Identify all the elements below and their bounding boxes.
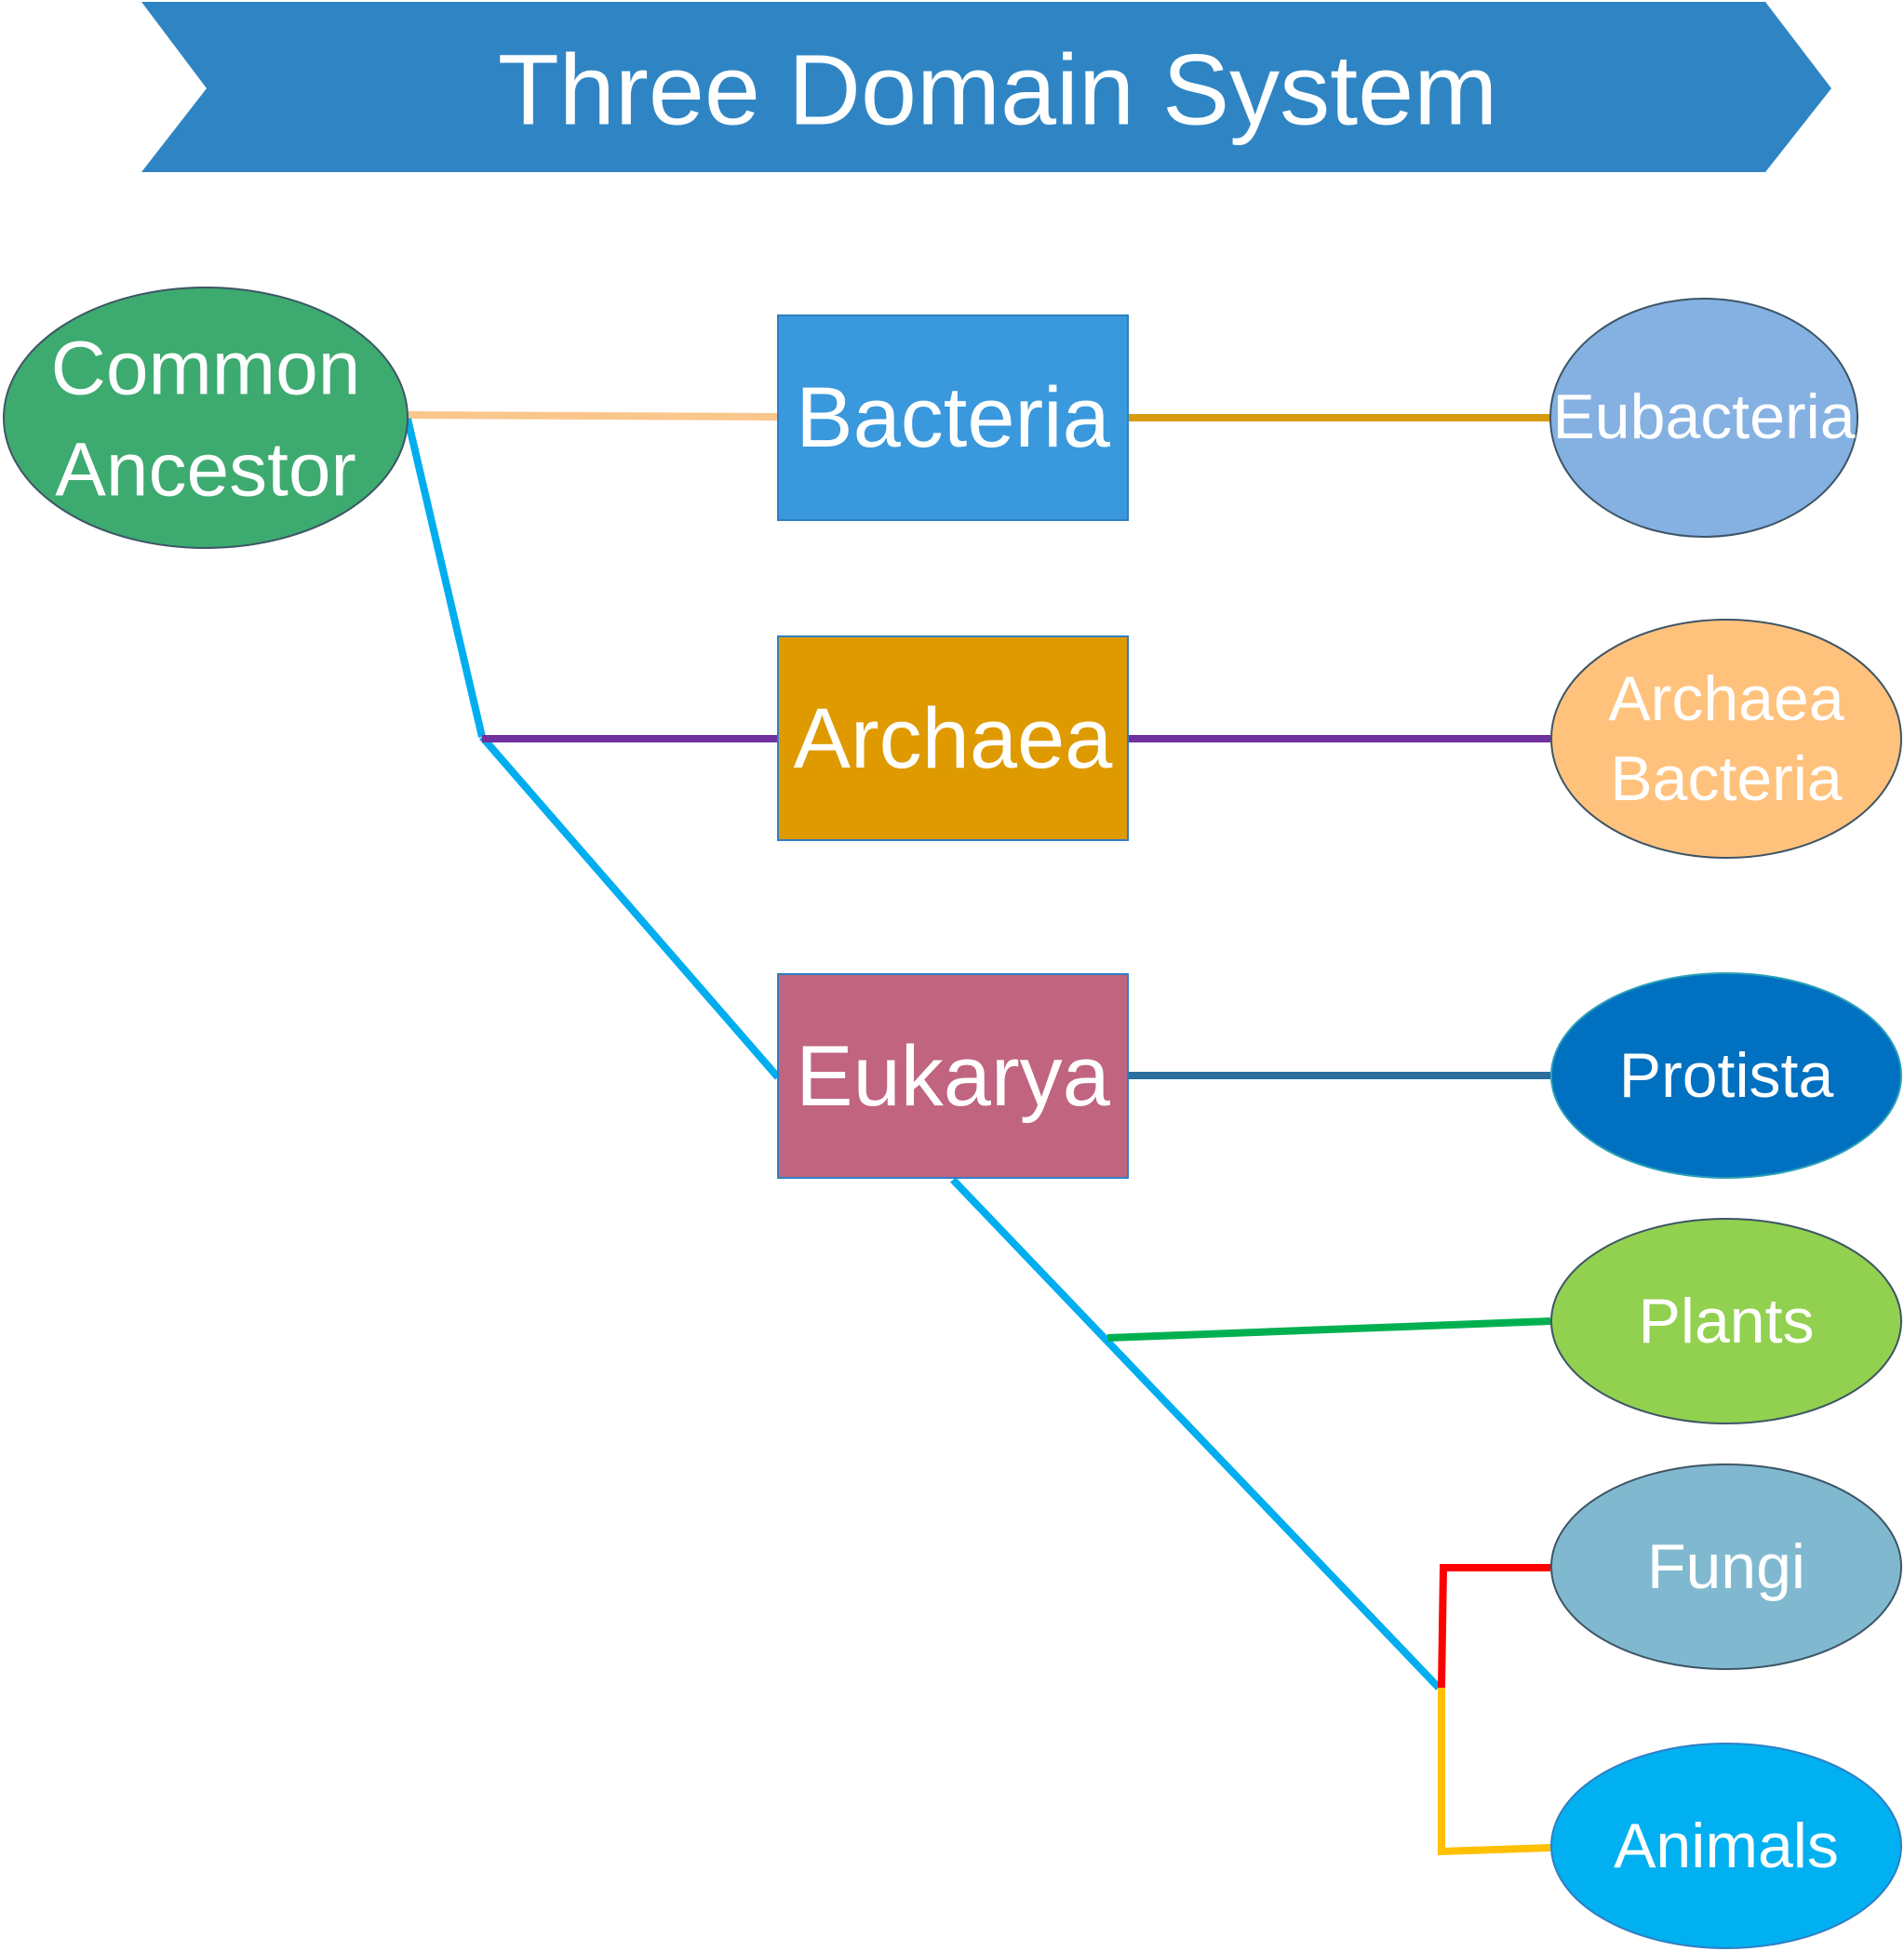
eukarya-domain-label: Eukarya — [796, 1029, 1110, 1124]
title-banner — [141, 2, 1831, 172]
common-ancestor-node — [3, 287, 409, 549]
plants-label: Plants — [1639, 1286, 1815, 1356]
main-branch-to-eukarya — [478, 734, 782, 1080]
archaea-domain-label: Archaea — [794, 691, 1113, 786]
protista-label: Protista — [1619, 1040, 1834, 1111]
archaea-bacteria-label-line1: Archaea — [1608, 663, 1844, 734]
eubacteria-label: Eubacteria — [1552, 381, 1855, 452]
fungi-label: Fungi — [1647, 1531, 1805, 1602]
fungi-node — [1550, 1463, 1902, 1670]
archaea-domain-box — [777, 635, 1129, 841]
main-branch-ancestor-to-archaea — [404, 418, 486, 738]
plants-node — [1550, 1218, 1902, 1424]
bacteria-domain-box — [777, 314, 1129, 521]
ancestor-to-bacteria-link — [407, 411, 779, 421]
plants-link — [1106, 1317, 1551, 1342]
animals-node — [1550, 1743, 1902, 1949]
archaea-bacteria-label-line2: Bacteria — [1610, 743, 1843, 814]
animals-link — [1438, 1688, 1551, 1856]
archaea-bacteria-node — [1550, 619, 1902, 859]
bacteria-domain-label: Bacteria — [796, 370, 1110, 465]
common-ancestor-label-line1: Common — [51, 327, 361, 411]
eukarya-domain-box — [777, 973, 1129, 1179]
diagram-title: Three Domain System — [498, 33, 1497, 146]
fungi-link — [1438, 1564, 1550, 1689]
eubacteria-node — [1549, 298, 1858, 538]
common-ancestor-label-line2: Ancestor — [55, 428, 356, 513]
animals-label: Animals — [1614, 1811, 1839, 1881]
eukarya-main-branch — [950, 1177, 1441, 1690]
protista-node — [1550, 972, 1902, 1179]
